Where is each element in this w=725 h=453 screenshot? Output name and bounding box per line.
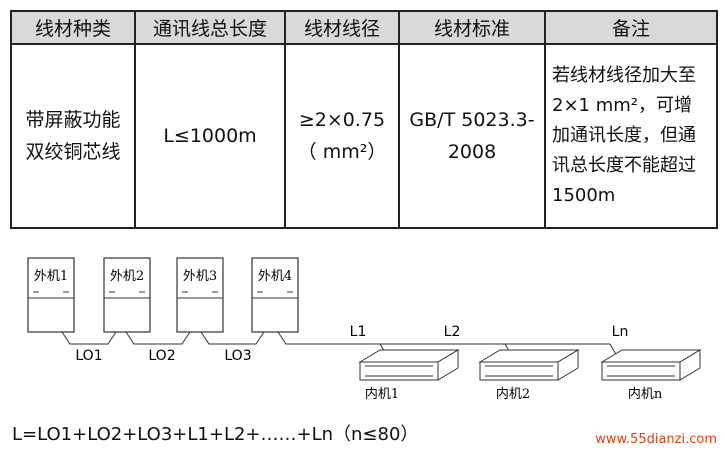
remark-line: 加通讯长度，但通 bbox=[552, 125, 696, 146]
length-formula: L=LO1+LO2+LO3+L1+L2+……+Ln（n≤80） bbox=[12, 424, 419, 445]
diameter-line-1: ≥2×0.75 bbox=[298, 109, 386, 131]
outdoor-unit-1: 外机1 bbox=[27, 257, 75, 333]
indoor-unit-label: 内机2 bbox=[496, 386, 530, 402]
indoor-unit-2 bbox=[478, 349, 580, 381]
cell-wire-diameter: ≥2×0.75 （ mm²） bbox=[284, 43, 400, 229]
table-header-row: 线材种类 通讯线总长度 线材线径 线材标准 备注 bbox=[10, 10, 718, 45]
segment-label-lo1: LO1 bbox=[75, 348, 102, 364]
segment-label-l2: L2 bbox=[444, 324, 461, 340]
outdoor-unit-label: 外机3 bbox=[183, 269, 217, 284]
outdoor-wiring bbox=[61, 331, 618, 357]
header-wire-diameter: 线材线径 bbox=[284, 10, 400, 45]
cell-wire-standard: GB/T 5023.3- 2008 bbox=[398, 43, 546, 229]
outdoor-unit-4: 外机4 bbox=[251, 257, 299, 333]
header-wire-type: 线材种类 bbox=[10, 10, 136, 45]
spec-table: 线材种类 通讯线总长度 线材线径 线材标准 备注 带屏蔽功能 双绞铜芯线 L≤1… bbox=[10, 10, 718, 229]
standard-line-2: 2008 bbox=[447, 141, 497, 163]
table-row: 带屏蔽功能 双绞铜芯线 L≤1000m ≥2×0.75 （ mm²） GB/T … bbox=[10, 43, 718, 229]
wire-type-line-2: 双绞铜芯线 bbox=[25, 141, 121, 163]
standard-line-1: GB/T 5023.3- bbox=[409, 109, 535, 131]
header-wire-standard: 线材标准 bbox=[398, 10, 546, 45]
header-total-length: 通讯线总长度 bbox=[134, 10, 286, 45]
header-remark: 备注 bbox=[544, 10, 718, 45]
segment-label-lo3: LO3 bbox=[224, 348, 251, 364]
remark-line: 若线材线径加大至 bbox=[552, 65, 696, 86]
segment-label-l1: L1 bbox=[350, 324, 367, 340]
outdoor-unit-2: 外机2 bbox=[103, 257, 151, 333]
cell-total-length: L≤1000m bbox=[134, 43, 286, 229]
wiring-diagram: 外机1 外机2 外机3 外机4 bbox=[0, 238, 725, 418]
indoor-unit-1 bbox=[358, 349, 460, 381]
cell-wire-type: 带屏蔽功能 双绞铜芯线 bbox=[10, 43, 136, 229]
outdoor-unit-label: 外机4 bbox=[258, 269, 292, 284]
indoor-unit-label: 内机n bbox=[628, 386, 663, 402]
outdoor-unit-3: 外机3 bbox=[176, 257, 224, 333]
wire-type-line-1: 带屏蔽功能 bbox=[25, 109, 121, 131]
wiring-diagram-svg: 外机1 外机2 外机3 外机4 bbox=[27, 257, 702, 402]
indoor-unit-label: 内机1 bbox=[365, 386, 399, 402]
remark-line: 2×1 mm²，可增 bbox=[552, 95, 692, 116]
indoor-unit-n bbox=[600, 349, 702, 381]
segment-label-lo2: LO2 bbox=[148, 348, 175, 364]
diameter-line-2: （ mm²） bbox=[297, 141, 387, 163]
segment-label-ln: Ln bbox=[612, 324, 629, 340]
remark-line: 讯总长度不能超过 bbox=[552, 155, 696, 176]
cell-remark: 若线材线径加大至 2×1 mm²，可增 加通讯长度，但通 讯总长度不能超过 15… bbox=[544, 43, 718, 229]
watermark-text: www.55dianzi.com bbox=[595, 432, 717, 447]
outdoor-unit-label: 外机1 bbox=[34, 269, 68, 284]
outdoor-unit-label: 外机2 bbox=[110, 269, 144, 284]
remark-line: 1500m bbox=[552, 185, 616, 206]
